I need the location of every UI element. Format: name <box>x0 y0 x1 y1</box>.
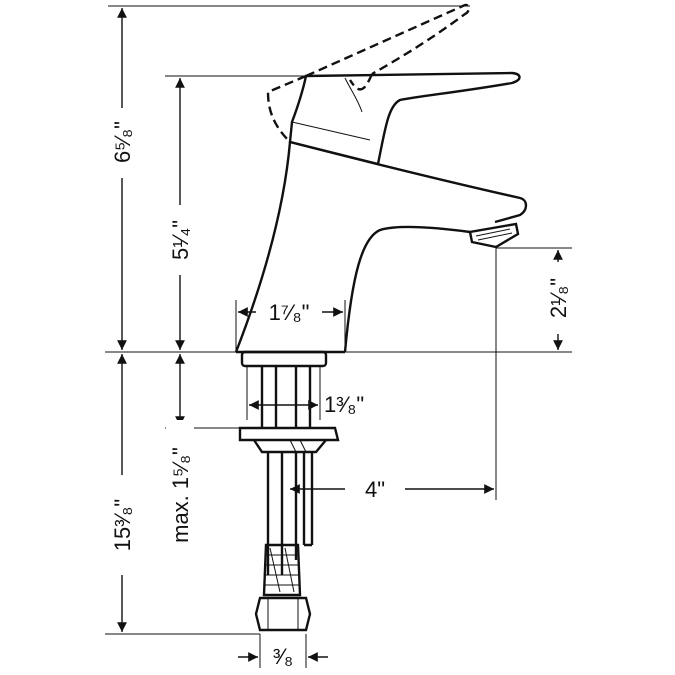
dimension-labels: 6⁵⁄₈" 5¹⁄₄" 15³⁄₈" max. 1⁵⁄₈" 2¹⁄₈" 1⁷⁄₈… <box>108 108 572 669</box>
reach-label: 4" <box>365 477 385 502</box>
shank-width-label: 1³⁄₈" <box>324 392 364 417</box>
lever-handle-alternate <box>266 3 470 143</box>
body-height-label: 5¹⁄₄" <box>168 220 193 260</box>
connector-label: ³⁄₈ <box>273 644 293 669</box>
hose-length-label: 15³⁄₈" <box>110 499 135 551</box>
overall-height-label: 6⁵⁄₈" <box>110 121 135 163</box>
max-deck-label: max. 1⁵⁄₈" <box>168 447 193 543</box>
lever-handle <box>288 71 521 166</box>
spout-height-label: 2¹⁄₈" <box>546 278 571 318</box>
base-width-label: 1⁷⁄₈" <box>269 300 310 325</box>
